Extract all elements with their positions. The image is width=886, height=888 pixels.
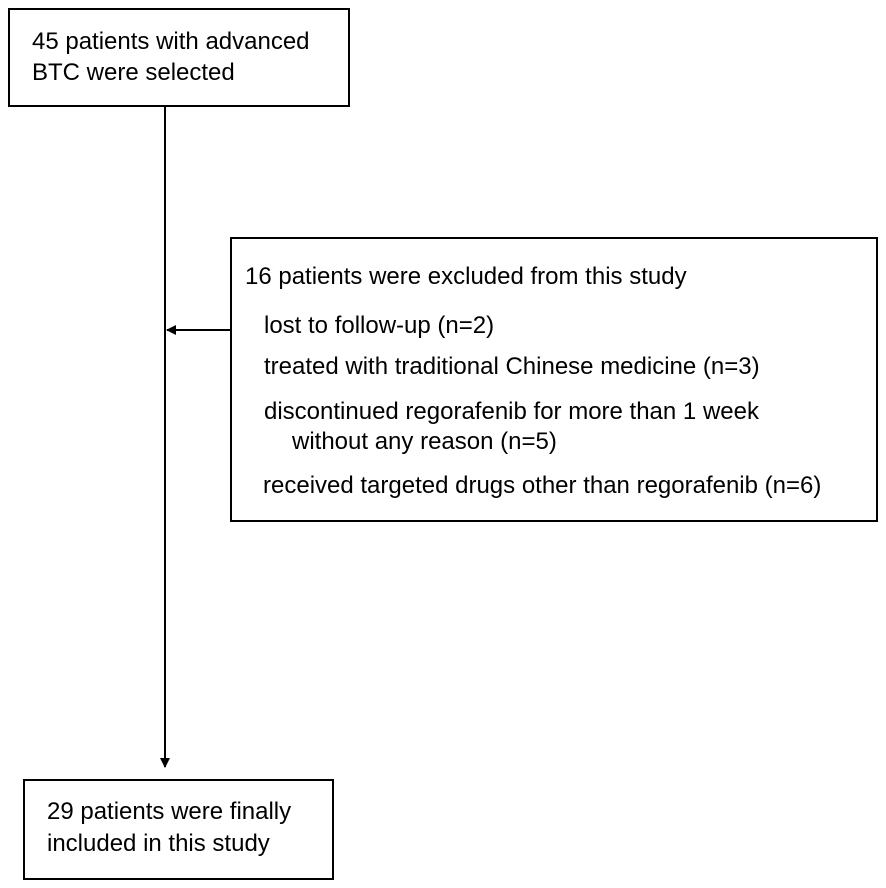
exclusion-reason-targeted-drugs: received targeted drugs other than regor… xyxy=(263,472,822,499)
excluded-heading: 16 patients were excluded from this stud… xyxy=(245,263,687,290)
selected-patients-text: 45 patients with advanced BTC were selec… xyxy=(32,26,310,88)
exclusion-reason-discontinued: discontinued regorafenib for more than 1… xyxy=(264,398,759,425)
selected-line-1: 45 patients with advanced xyxy=(32,28,310,55)
included-patients-box: 29 patients were finally included in thi… xyxy=(23,779,334,880)
included-patients-text: 29 patients were finally included in thi… xyxy=(47,796,291,860)
included-line-2: included in this study xyxy=(47,830,270,857)
exclusion-reason-tcm: treated with traditional Chinese medicin… xyxy=(264,353,760,380)
exclusion-reason-discontinued-cont: without any reason (n=5) xyxy=(292,428,557,455)
included-line-1: 29 patients were finally xyxy=(47,798,292,825)
exclusion-reason-followup: lost to follow-up (n=2) xyxy=(264,312,495,339)
selected-line-2: BTC were selected xyxy=(32,59,235,86)
excluded-patients-box: 16 patients were excluded from this stud… xyxy=(230,237,878,522)
selected-patients-box: 45 patients with advanced BTC were selec… xyxy=(8,8,350,107)
